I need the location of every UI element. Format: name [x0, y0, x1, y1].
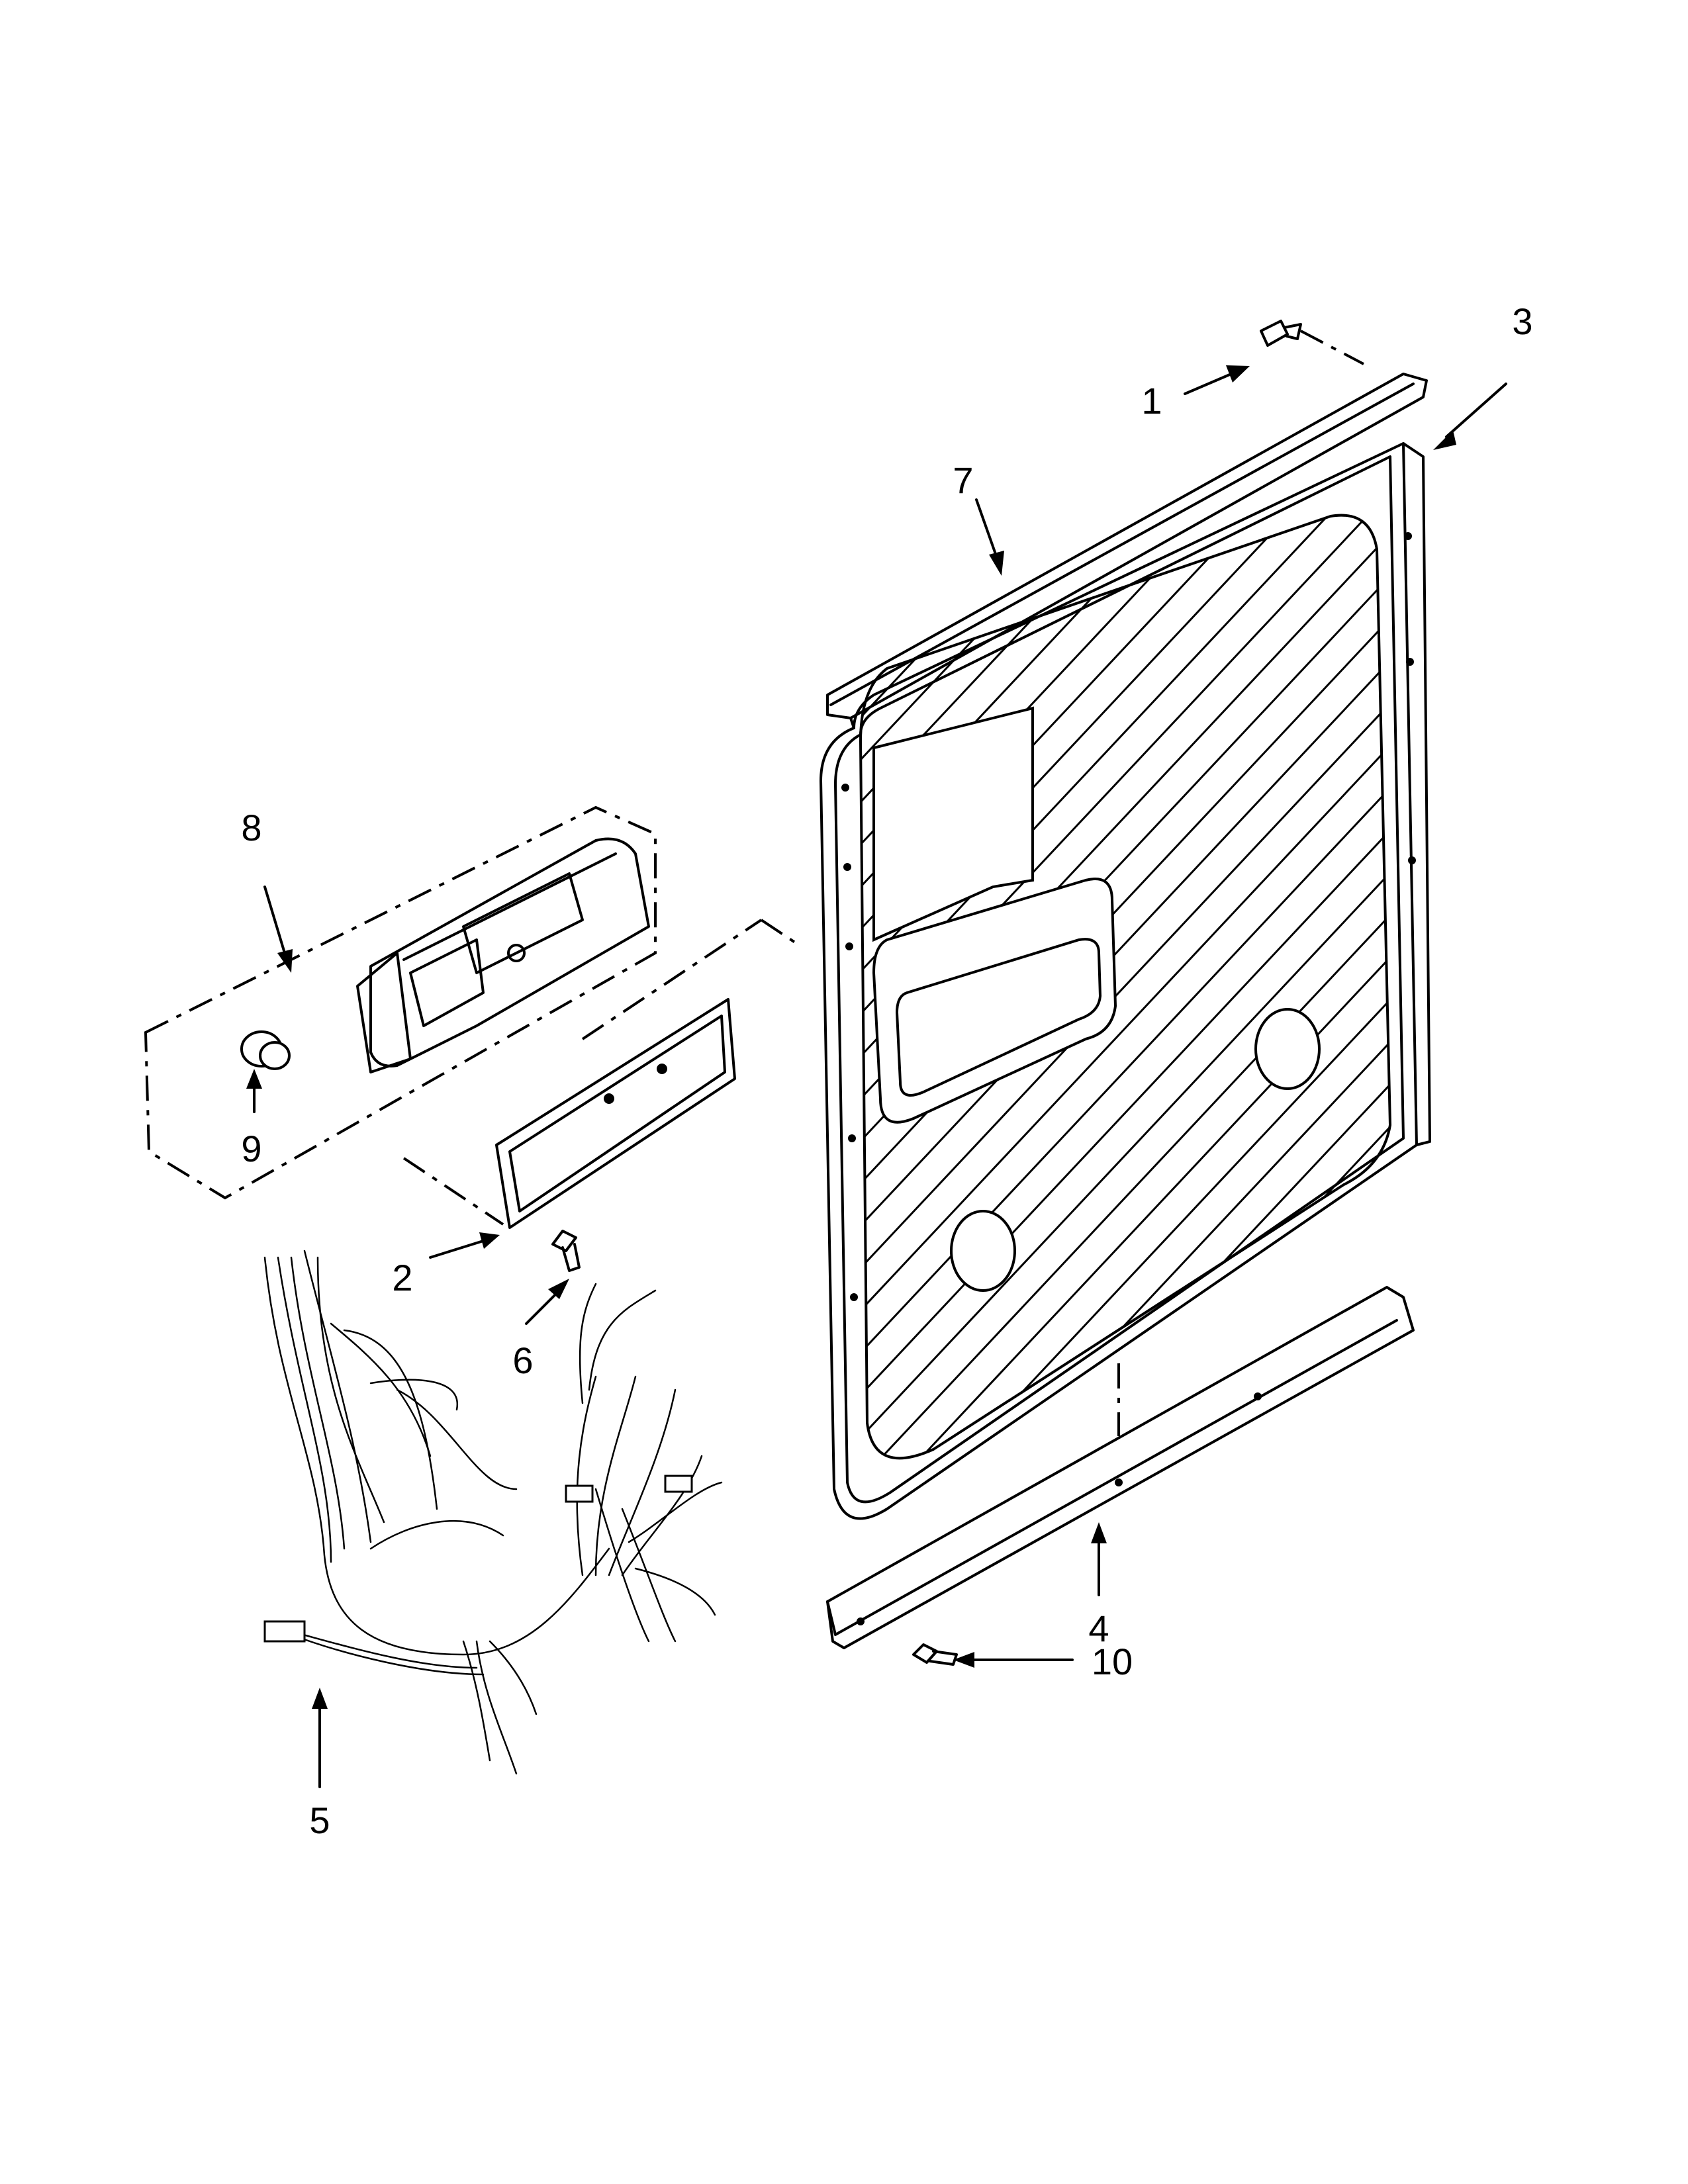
callout-6: 6 — [512, 1340, 533, 1381]
hatch-line — [861, 515, 902, 1459]
control-module — [144, 805, 802, 1229]
hatch-line — [1058, 515, 1390, 1459]
hatch-line — [861, 515, 1390, 1459]
hatch-line — [861, 515, 1180, 1459]
hatch-line — [1575, 463, 1688, 1522]
hatch-line — [1615, 463, 1688, 1522]
hatch-line — [1496, 463, 1688, 1522]
hatch-line — [861, 515, 1259, 1459]
hatch-line — [861, 515, 1390, 1459]
callout-8: 8 — [241, 807, 261, 848]
hatch-line — [1217, 515, 1390, 1459]
callout-3: 3 — [1512, 300, 1532, 342]
hatch-line — [861, 515, 1390, 1459]
hatch-line — [861, 515, 1390, 1459]
callout-1: 1 — [1141, 380, 1162, 422]
hatch-line — [1456, 463, 1688, 1522]
inner-door-panel — [820, 442, 1688, 1522]
hatch-line — [861, 515, 1390, 1459]
leader-arrows — [246, 365, 1507, 1788]
callout-10: 10 — [1092, 1641, 1133, 1682]
hatch-line — [861, 515, 1299, 1459]
hatch-line — [861, 515, 862, 1459]
bottom-rail — [826, 1286, 1415, 1649]
top-trim-strip — [826, 373, 1428, 729]
hatch-line — [899, 515, 1390, 1459]
hatch-line — [861, 515, 1338, 1459]
callout-5: 5 — [309, 1799, 330, 1841]
callout-4: 4 — [1088, 1608, 1109, 1649]
screw-part-10 — [912, 1643, 958, 1666]
screw-part-6 — [551, 1230, 581, 1272]
hatch-line — [861, 515, 1140, 1459]
screw-part-1 — [1260, 320, 1364, 365]
hatch-line — [861, 515, 1219, 1459]
hatch-line — [1536, 463, 1688, 1522]
callout-2: 2 — [392, 1257, 412, 1298]
wire-harness — [263, 1250, 723, 1775]
hatch-line — [861, 515, 1390, 1459]
hatch-line — [861, 515, 941, 1459]
hatch-line — [861, 515, 1390, 1459]
callout-7: 7 — [953, 459, 973, 501]
callout-9: 9 — [241, 1128, 261, 1169]
hatch-line — [1655, 463, 1688, 1522]
hatch-line — [1417, 463, 1688, 1522]
hatch-line — [1336, 515, 1390, 1459]
hatch-line — [1177, 515, 1390, 1459]
